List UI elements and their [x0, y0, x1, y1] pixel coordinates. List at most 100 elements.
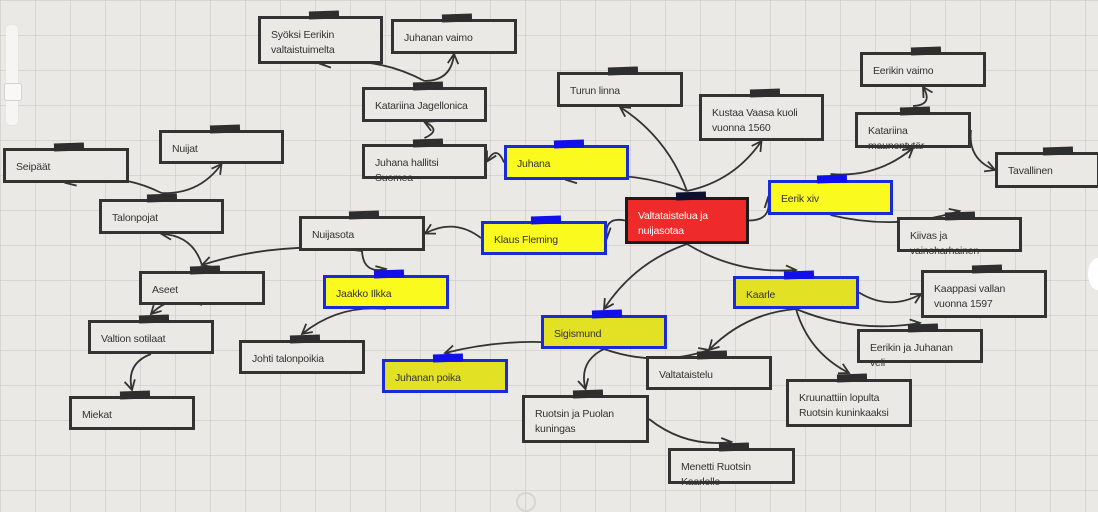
connection-line	[912, 86, 928, 107]
arrowhead	[447, 52, 460, 65]
connection-line	[795, 308, 850, 374]
node-label: Eerikin ja Juhanan veli	[870, 342, 953, 369]
arrowhead	[577, 378, 590, 391]
tape-decoration	[944, 211, 976, 221]
tape-decoration	[373, 269, 405, 279]
arrowhead	[983, 160, 997, 173]
node-label: Klaus Fleming	[494, 234, 558, 246]
tape-decoration	[971, 264, 1003, 274]
map-node[interactable]: Juhana	[504, 139, 629, 180]
connection-line	[708, 308, 797, 351]
arrowhead	[707, 339, 720, 352]
node-label: Juhana hallitsi Suomea	[375, 157, 439, 184]
node-label: Turun linna	[570, 85, 620, 97]
zoom-slider-thumb[interactable]	[4, 83, 22, 101]
node-label: Juhanan vaimo	[404, 32, 473, 44]
map-node[interactable]: Klaus Fleming	[481, 215, 607, 255]
tape-decoration	[289, 334, 321, 344]
tape-decoration	[718, 442, 750, 452]
node-label: Valtataistelu	[659, 369, 713, 381]
map-node[interactable]: Sigismund	[541, 309, 667, 349]
arrowhead	[300, 323, 313, 336]
tape-decoration	[308, 10, 340, 20]
node-label: Miekat	[82, 409, 112, 421]
map-node[interactable]: Katariina maunontytär	[855, 106, 971, 152]
map-node[interactable]: Talonpojat	[99, 193, 224, 234]
map-node[interactable]: Valtion sotilaat	[88, 314, 214, 354]
node-label: Seipäät	[16, 161, 51, 173]
node-label: Valtion sotilaat	[101, 333, 166, 345]
node-label: Sigismund	[554, 328, 602, 340]
node-label: Kustaa Vaasa kuoli vuonna 1560	[712, 107, 798, 134]
connection-line	[648, 418, 732, 444]
map-node[interactable]: Nuijat	[159, 124, 284, 164]
map-node[interactable]: Juhanan poika	[382, 353, 508, 393]
arrowhead	[837, 363, 851, 375]
node-label: Aseet	[152, 284, 178, 296]
arrowhead	[922, 85, 933, 99]
map-node[interactable]: Eerikin ja Juhanan veli	[857, 323, 983, 369]
map-node[interactable]: Juhanan vaimo	[391, 13, 517, 54]
tape-decoration	[1042, 146, 1074, 156]
map-node[interactable]: Syöksi Eerikin valtaistuimelta	[258, 10, 383, 64]
tape-decoration	[146, 193, 178, 203]
tape-decoration	[348, 210, 380, 220]
tape-decoration	[607, 66, 639, 76]
node-label: Syöksi Eerikin valtaistuimelta	[271, 29, 335, 56]
arrowhead	[602, 297, 615, 311]
map-node[interactable]: Kiivas ja vainoharhainen	[897, 211, 1022, 257]
tape-decoration	[53, 142, 85, 152]
map-node[interactable]: Tavallinen	[995, 146, 1098, 188]
tape-decoration	[412, 81, 444, 91]
map-node[interactable]: Ruotsin ja Puolan kuningas	[522, 389, 649, 443]
map-node[interactable]: Juhana hallitsi Suomea	[362, 138, 487, 184]
connection-line	[361, 250, 387, 271]
map-node[interactable]: Kruunattiin lopulta Ruotsin kuninkaaksi	[786, 373, 912, 427]
tape-decoration	[749, 88, 781, 98]
map-node[interactable]: Aseet	[139, 265, 265, 305]
map-node[interactable]: Nuijasota	[299, 210, 425, 251]
central-node[interactable]: Valtataistelua ja nuijasotaa	[625, 191, 749, 244]
map-node[interactable]: Jaakko Ilkka	[323, 269, 449, 309]
tape-decoration	[572, 389, 604, 399]
connection-line	[161, 163, 223, 194]
connection-line	[486, 152, 505, 163]
arrowhead	[751, 139, 763, 153]
tape-decoration	[432, 353, 464, 363]
tape-decoration	[119, 390, 151, 400]
tape-decoration	[907, 323, 939, 333]
map-node[interactable]: Johti talonpoikia	[239, 334, 365, 374]
node-label: Kaarle	[746, 289, 776, 301]
tape-decoration	[412, 138, 444, 148]
map-node[interactable]: Eerikin vaimo	[860, 46, 986, 87]
connection-line	[320, 60, 425, 82]
map-node[interactable]: Menetti Ruotsin Kaarlelle	[668, 442, 795, 488]
map-node[interactable]: Miekat	[69, 390, 195, 430]
arrowhead	[211, 162, 223, 176]
bottom-handle[interactable]	[516, 492, 536, 512]
map-node[interactable]: Turun linna	[557, 66, 683, 107]
tape-decoration	[209, 124, 241, 134]
arrowhead	[618, 105, 632, 118]
map-node[interactable]: Valtataistelu	[646, 350, 772, 390]
zoom-slider[interactable]	[6, 25, 18, 125]
node-label: Juhanan poika	[395, 372, 461, 384]
connection-line	[424, 53, 455, 82]
map-node[interactable]: Kaarle	[733, 270, 859, 309]
tape-decoration	[138, 314, 170, 324]
side-panel-handle[interactable]	[1088, 258, 1098, 290]
map-node[interactable]: Kaappasi vallan vuonna 1597	[921, 264, 1047, 318]
map-node[interactable]: Seipäät	[3, 142, 129, 183]
arrowhead	[422, 120, 436, 132]
map-node[interactable]: Kustaa Vaasa kuoli vuonna 1560	[699, 88, 824, 141]
node-label: Jaakko Ilkka	[336, 288, 392, 300]
arrowhead	[486, 150, 497, 164]
map-node[interactable]: Katariina Jagellonica	[362, 81, 487, 122]
arrowhead	[123, 379, 136, 392]
node-label: Eerikin vaimo	[873, 65, 934, 77]
connection-line	[424, 121, 435, 139]
node-label: Eerik xiv	[781, 193, 819, 205]
node-label: Johti talonpoikia	[252, 353, 324, 365]
map-node[interactable]: Eerik xiv	[768, 174, 893, 215]
tape-decoration	[899, 106, 931, 116]
